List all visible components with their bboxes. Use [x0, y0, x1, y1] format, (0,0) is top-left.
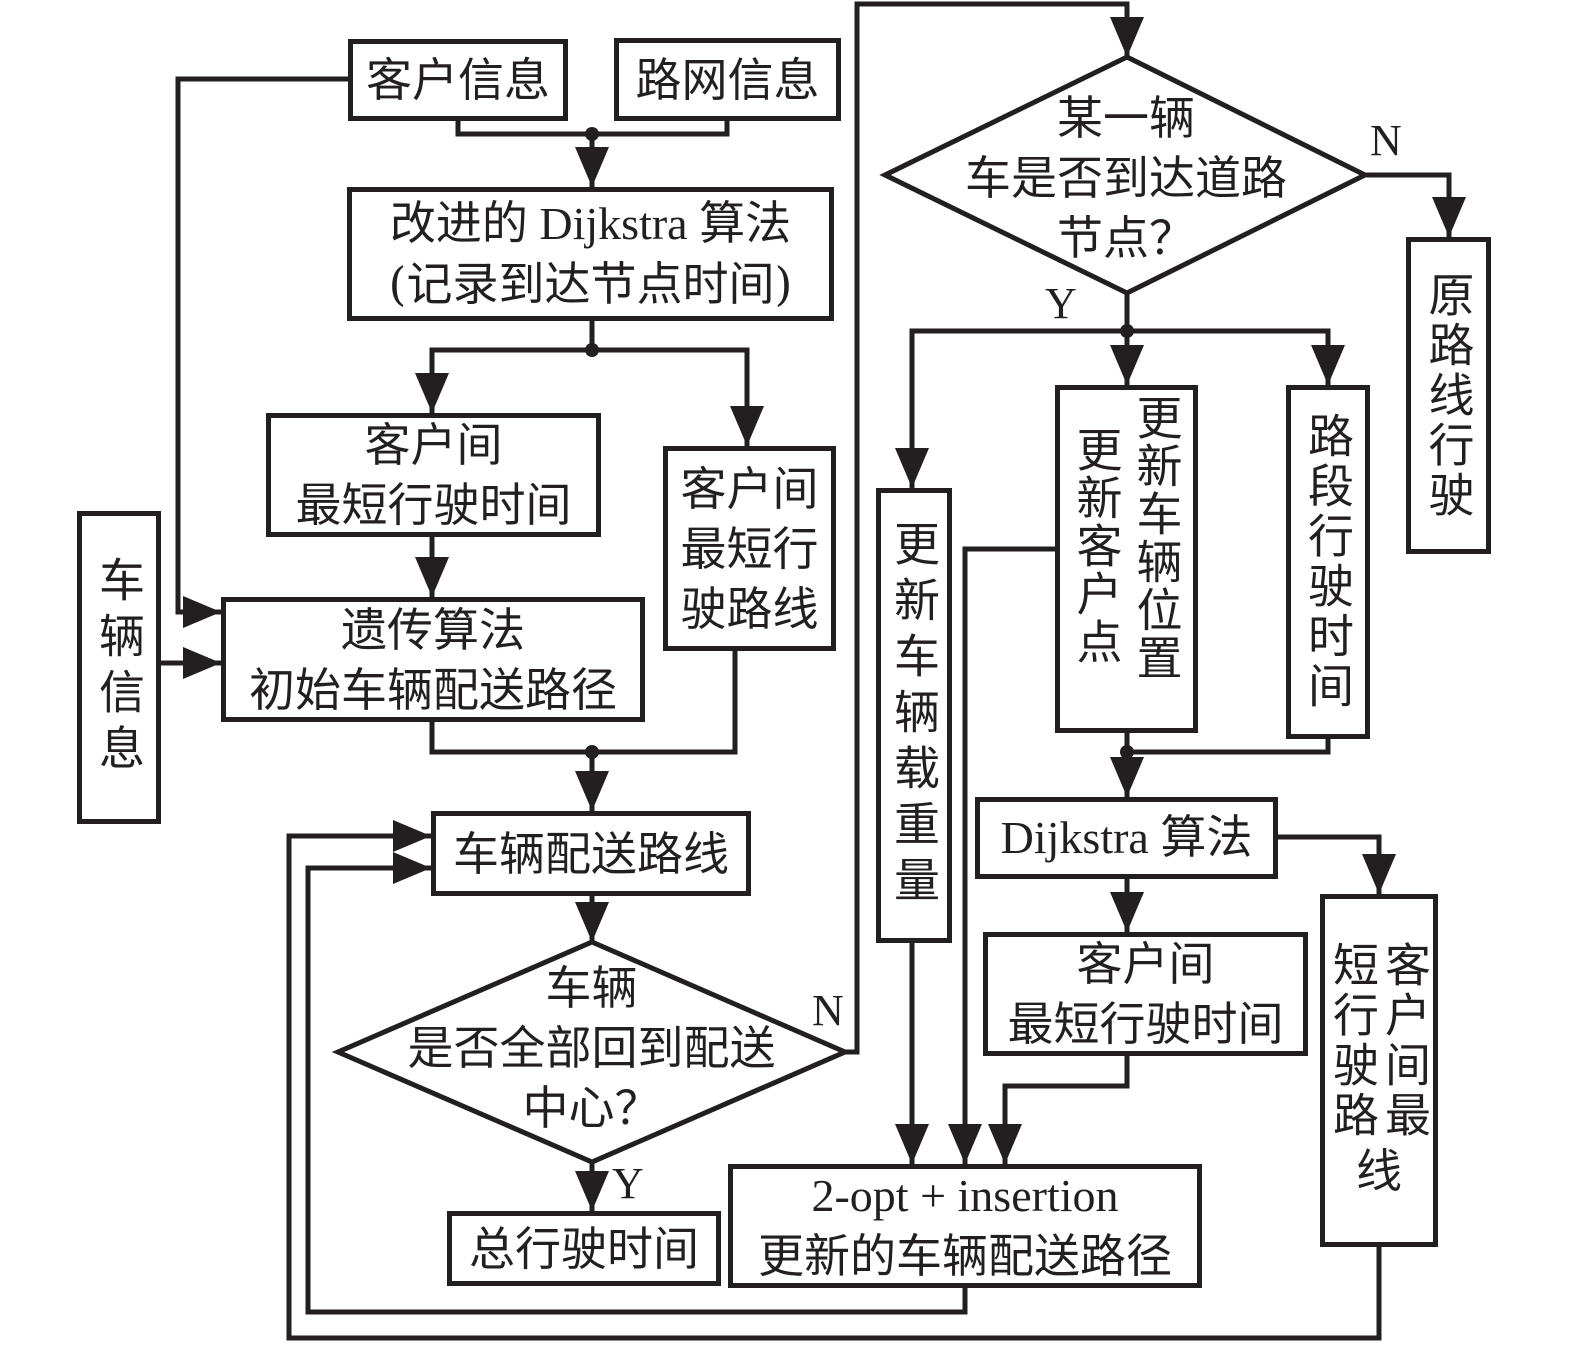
- shortest-route-box-2[interactable]: 客户间最 短行驶路 线: [1320, 894, 1438, 1247]
- arrowhead-ga-vehicle: [183, 647, 221, 679]
- shortest-time-2-line1: 客户间: [1076, 937, 1215, 991]
- two-opt-insertion-box[interactable]: 2-opt + insertion 更新的车辆配送路径: [728, 1164, 1202, 1288]
- decision-reach-node-line2: 车是否到达道路: [965, 151, 1287, 205]
- arrowhead-delivery-from-route2: [393, 820, 431, 852]
- dijkstra-label: Dijkstra 算法: [1000, 812, 1253, 863]
- improved-dijkstra-line2: (记录到达节点时间): [388, 257, 793, 311]
- decision-reach-node-line3: 节点？: [1057, 211, 1195, 265]
- original-route-box[interactable]: 原路线行驶: [1406, 237, 1491, 554]
- connector-ga-route-merge: [429, 651, 738, 755]
- improved-dijkstra-box[interactable]: 改进的 Dijkstra 算法 (记录到达节点时间): [347, 187, 834, 321]
- dijkstra-box[interactable]: Dijkstra 算法: [975, 797, 1278, 879]
- road-info-label: 路网信息: [635, 52, 820, 107]
- two-opt-line2: 更新的车辆配送路径: [758, 1229, 1172, 1283]
- arrowhead-delivery-route: [575, 771, 609, 811]
- junction-dot-merge: [1120, 745, 1134, 759]
- arrowhead-improved-dijkstra: [575, 147, 609, 187]
- delivery-route-label: 车辆配送路线: [453, 826, 729, 881]
- total-time-box[interactable]: 总行驶时间: [447, 1211, 721, 1286]
- update-load-box[interactable]: 更新车辆载重量: [876, 488, 952, 943]
- genetic-algorithm-line2: 初始车辆配送路径: [249, 662, 617, 717]
- shortest-route-2-col1: 客户间最: [1378, 940, 1432, 1141]
- decision-diamond-reach-node: [879, 54, 1371, 296]
- shortest-route-1-line2: 最短行: [680, 521, 819, 576]
- junction-dot-yes: [1120, 324, 1134, 338]
- junction-dot-ga: [585, 745, 599, 759]
- shortest-time-box-1[interactable]: 客户间 最短行驶时间: [266, 413, 601, 537]
- shortest-route-2-tail: 线: [1356, 1143, 1402, 1198]
- branch-label-reach-node-no: N: [1370, 116, 1402, 165]
- arrowhead-2opt-time: [988, 1124, 1022, 1164]
- junction-dot-split: [585, 343, 599, 357]
- branch-label-reach-node-yes: Y: [1045, 279, 1077, 328]
- connector-segment-merge: [1127, 739, 1331, 755]
- decision-all-returned-line3: 中心？: [522, 1081, 661, 1135]
- decision-diamond-all-returned: [331, 939, 852, 1165]
- arrowhead-update-load: [895, 448, 929, 488]
- arrowhead-ga-top: [415, 557, 449, 597]
- branch-label-all-returned-no: N: [812, 986, 844, 1035]
- arrowhead-update-position: [1110, 345, 1144, 385]
- connector-route2-loop: [286, 833, 1382, 1341]
- branch-label-all-returned-yes: Y: [612, 1159, 644, 1208]
- arrowhead-reach-node: [1110, 17, 1144, 57]
- connector-dijkstra-to-route: [1278, 834, 1382, 894]
- two-opt-line1: 2-opt + insertion: [811, 1170, 1119, 1221]
- customer-info-label: 客户信息: [366, 53, 550, 107]
- shortest-route-1-line3: 驶路线: [680, 581, 819, 636]
- arrowhead-2opt-position: [948, 1124, 982, 1164]
- connector-position-to-2opt: [962, 546, 1055, 1164]
- arrowhead-delivery-from-2opt: [393, 852, 431, 884]
- decision-all-returned-text[interactable]: 车辆 是否全部回到配送 中心？: [338, 958, 845, 1138]
- arrowhead-original-route: [1432, 197, 1466, 237]
- shortest-route-box-1[interactable]: 客户间 最短行 驶路线: [663, 446, 836, 651]
- improved-dijkstra-line1: 改进的 Dijkstra 算法: [389, 198, 792, 249]
- update-position-box[interactable]: 更新车辆位置 更新客户点: [1055, 385, 1198, 733]
- shortest-route-1-line1: 客户间: [680, 461, 819, 516]
- segment-time-box[interactable]: 路段行驶时间: [1286, 385, 1370, 739]
- arrowhead-2opt-load: [895, 1124, 929, 1164]
- junction-dot-info: [585, 127, 599, 141]
- connector-time-to-2opt: [1002, 1056, 1130, 1164]
- arrowhead-shortest-route-1: [730, 406, 764, 446]
- shortest-time-box-2[interactable]: 客户间 最短行驶时间: [983, 932, 1308, 1056]
- shortest-route-2-col2: 短行驶路: [1326, 940, 1380, 1141]
- decision-all-returned-line1: 车辆: [545, 961, 638, 1015]
- arrowhead-decision-all-returned: [575, 902, 609, 942]
- shortest-time-1-line1: 客户间: [364, 418, 503, 472]
- connector-2opt-loop: [305, 865, 968, 1315]
- shortest-time-2-line2: 最短行驶时间: [1007, 997, 1284, 1051]
- decision-reach-node-line1: 某一辆: [1057, 91, 1195, 145]
- segment-time-label: 路段行驶时间: [1301, 412, 1355, 712]
- arrowhead-shortest-time-2: [1110, 892, 1144, 932]
- original-route-label: 原路线行驶: [1421, 270, 1476, 521]
- decision-reach-node-text[interactable]: 某一辆 车是否到达道路 节点？: [885, 88, 1367, 268]
- update-position-col1: 更新车辆位置: [1129, 394, 1184, 682]
- arrowhead-ga-customer: [183, 596, 221, 628]
- vehicle-info-label: 车辆信息: [92, 555, 146, 780]
- update-load-label: 更新车辆载重量: [887, 519, 941, 912]
- arrowhead-shortest-route-2: [1362, 854, 1396, 894]
- shortest-time-1-line2: 最短行驶时间: [295, 478, 572, 532]
- road-info-box[interactable]: 路网信息: [614, 38, 841, 121]
- total-time-label: 总行驶时间: [469, 1221, 699, 1276]
- arrowhead-total-time: [575, 1171, 609, 1211]
- delivery-route-box[interactable]: 车辆配送路线: [431, 811, 751, 896]
- vehicle-info-box[interactable]: 车辆信息: [77, 511, 161, 824]
- arrowhead-shortest-time-1: [415, 373, 449, 413]
- genetic-algorithm-line1: 遗传算法: [341, 602, 525, 657]
- customer-info-box[interactable]: 客户信息: [348, 39, 568, 121]
- genetic-algorithm-box[interactable]: 遗传算法 初始车辆配送路径: [221, 597, 645, 722]
- decision-all-returned-line2: 是否全部回到配送: [407, 1021, 776, 1075]
- arrowhead-dijkstra: [1110, 757, 1144, 797]
- update-position-col2: 更新客户点: [1069, 426, 1124, 666]
- arrowhead-segment-time: [1311, 345, 1345, 385]
